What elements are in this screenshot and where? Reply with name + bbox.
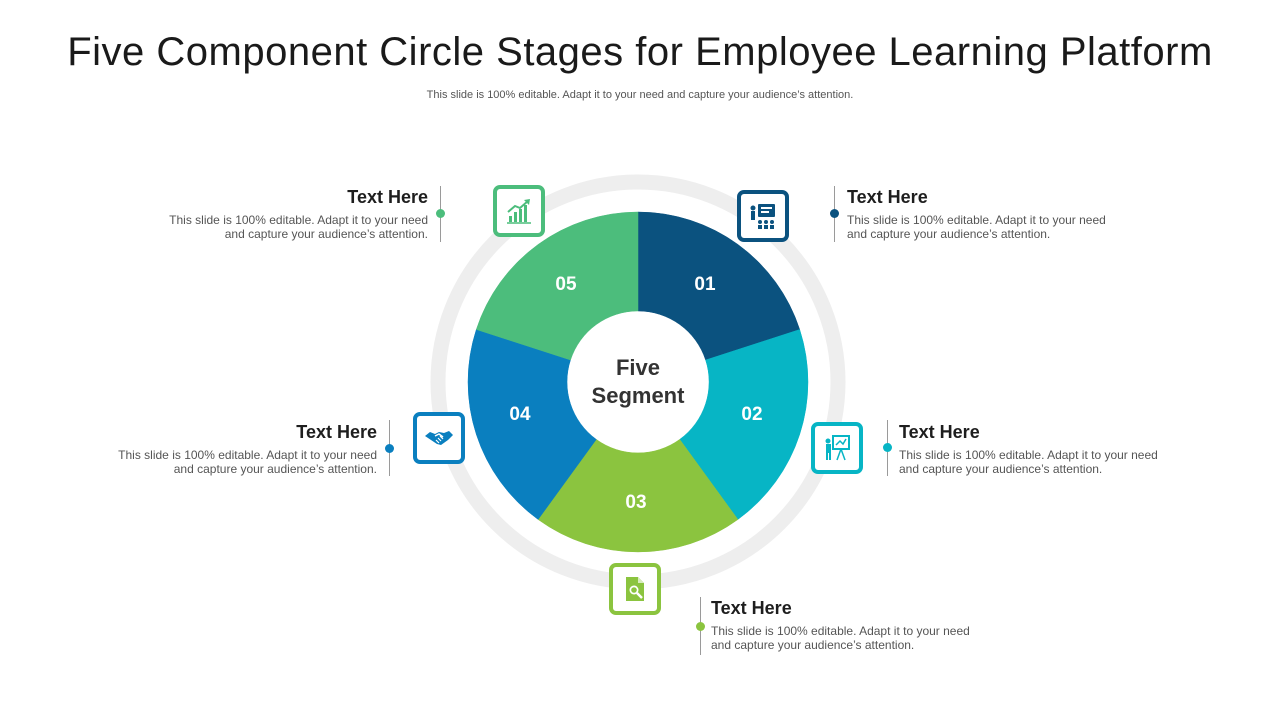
callout-01-desc-line1: This slide is 100% editable. Adapt it to… [847, 213, 1106, 227]
callout-04: Text Here This slide is 100% editable. A… [87, 422, 377, 476]
segment-03-number: 03 [625, 492, 646, 513]
callout-05-heading: Text Here [347, 187, 428, 207]
document-search-icon [609, 563, 661, 615]
segment-03[interactable] [537, 439, 739, 553]
callout-03-heading: Text Here [711, 598, 792, 618]
callout-05-desc-line2: and capture your audience’s attention. [224, 227, 428, 241]
center-circle [568, 312, 708, 452]
callout-02-heading: Text Here [899, 422, 980, 442]
callout-05-desc-line1: This slide is 100% editable. Adapt it to… [169, 213, 428, 227]
segment-02[interactable] [679, 329, 809, 520]
handshake-icon [413, 412, 465, 464]
callout-04-desc-line1: This slide is 100% editable. Adapt it to… [118, 448, 377, 462]
slide-subtitle: This slide is 100% editable. Adapt it to… [426, 89, 854, 101]
callout-04-dot [385, 444, 394, 453]
callout-05: Text Here This slide is 100% editable. A… [138, 187, 428, 241]
callout-04-heading: Text Here [296, 422, 377, 442]
callout-02-desc-line1: This slide is 100% editable. Adapt it to… [899, 448, 1158, 462]
presentation-board-audience-icon [737, 190, 789, 242]
segment-04-number: 04 [509, 404, 531, 425]
callout-03-dot [696, 622, 705, 631]
callout-03: Text Here This slide is 100% editable. A… [711, 598, 1001, 652]
segment-02-number: 02 [741, 404, 762, 425]
trainer-at-whiteboard-icon [811, 422, 863, 474]
callout-01: Text Here This slide is 100% editable. A… [847, 187, 1137, 241]
segment-05-number: 05 [555, 274, 577, 295]
callout-05-dot [436, 209, 445, 218]
callout-01-dot [830, 209, 839, 218]
callout-02-dot [883, 443, 892, 452]
slide-title: Five Component Circle Stages for Employe… [67, 30, 1213, 74]
callout-04-desc-line2: and capture your audience’s attention. [173, 462, 377, 476]
center-label-line1: Five [616, 355, 660, 380]
segment-01[interactable] [637, 211, 801, 361]
segment-04[interactable] [467, 329, 597, 520]
growth-chart-icon [493, 185, 545, 237]
center-label-line2: Segment [592, 383, 686, 408]
segment-05[interactable] [475, 211, 639, 361]
callout-03-desc-line2: and capture your audience’s attention. [711, 638, 915, 652]
callout-02-desc-line2: and capture your audience’s attention. [899, 462, 1103, 476]
segment-01-number: 01 [694, 274, 716, 295]
callout-03-desc-line1: This slide is 100% editable. Adapt it to… [711, 624, 970, 638]
callout-01-desc-line2: and capture your audience’s attention. [847, 227, 1051, 241]
callout-01-heading: Text Here [847, 187, 928, 207]
callout-02: Text Here This slide is 100% editable. A… [899, 422, 1189, 476]
